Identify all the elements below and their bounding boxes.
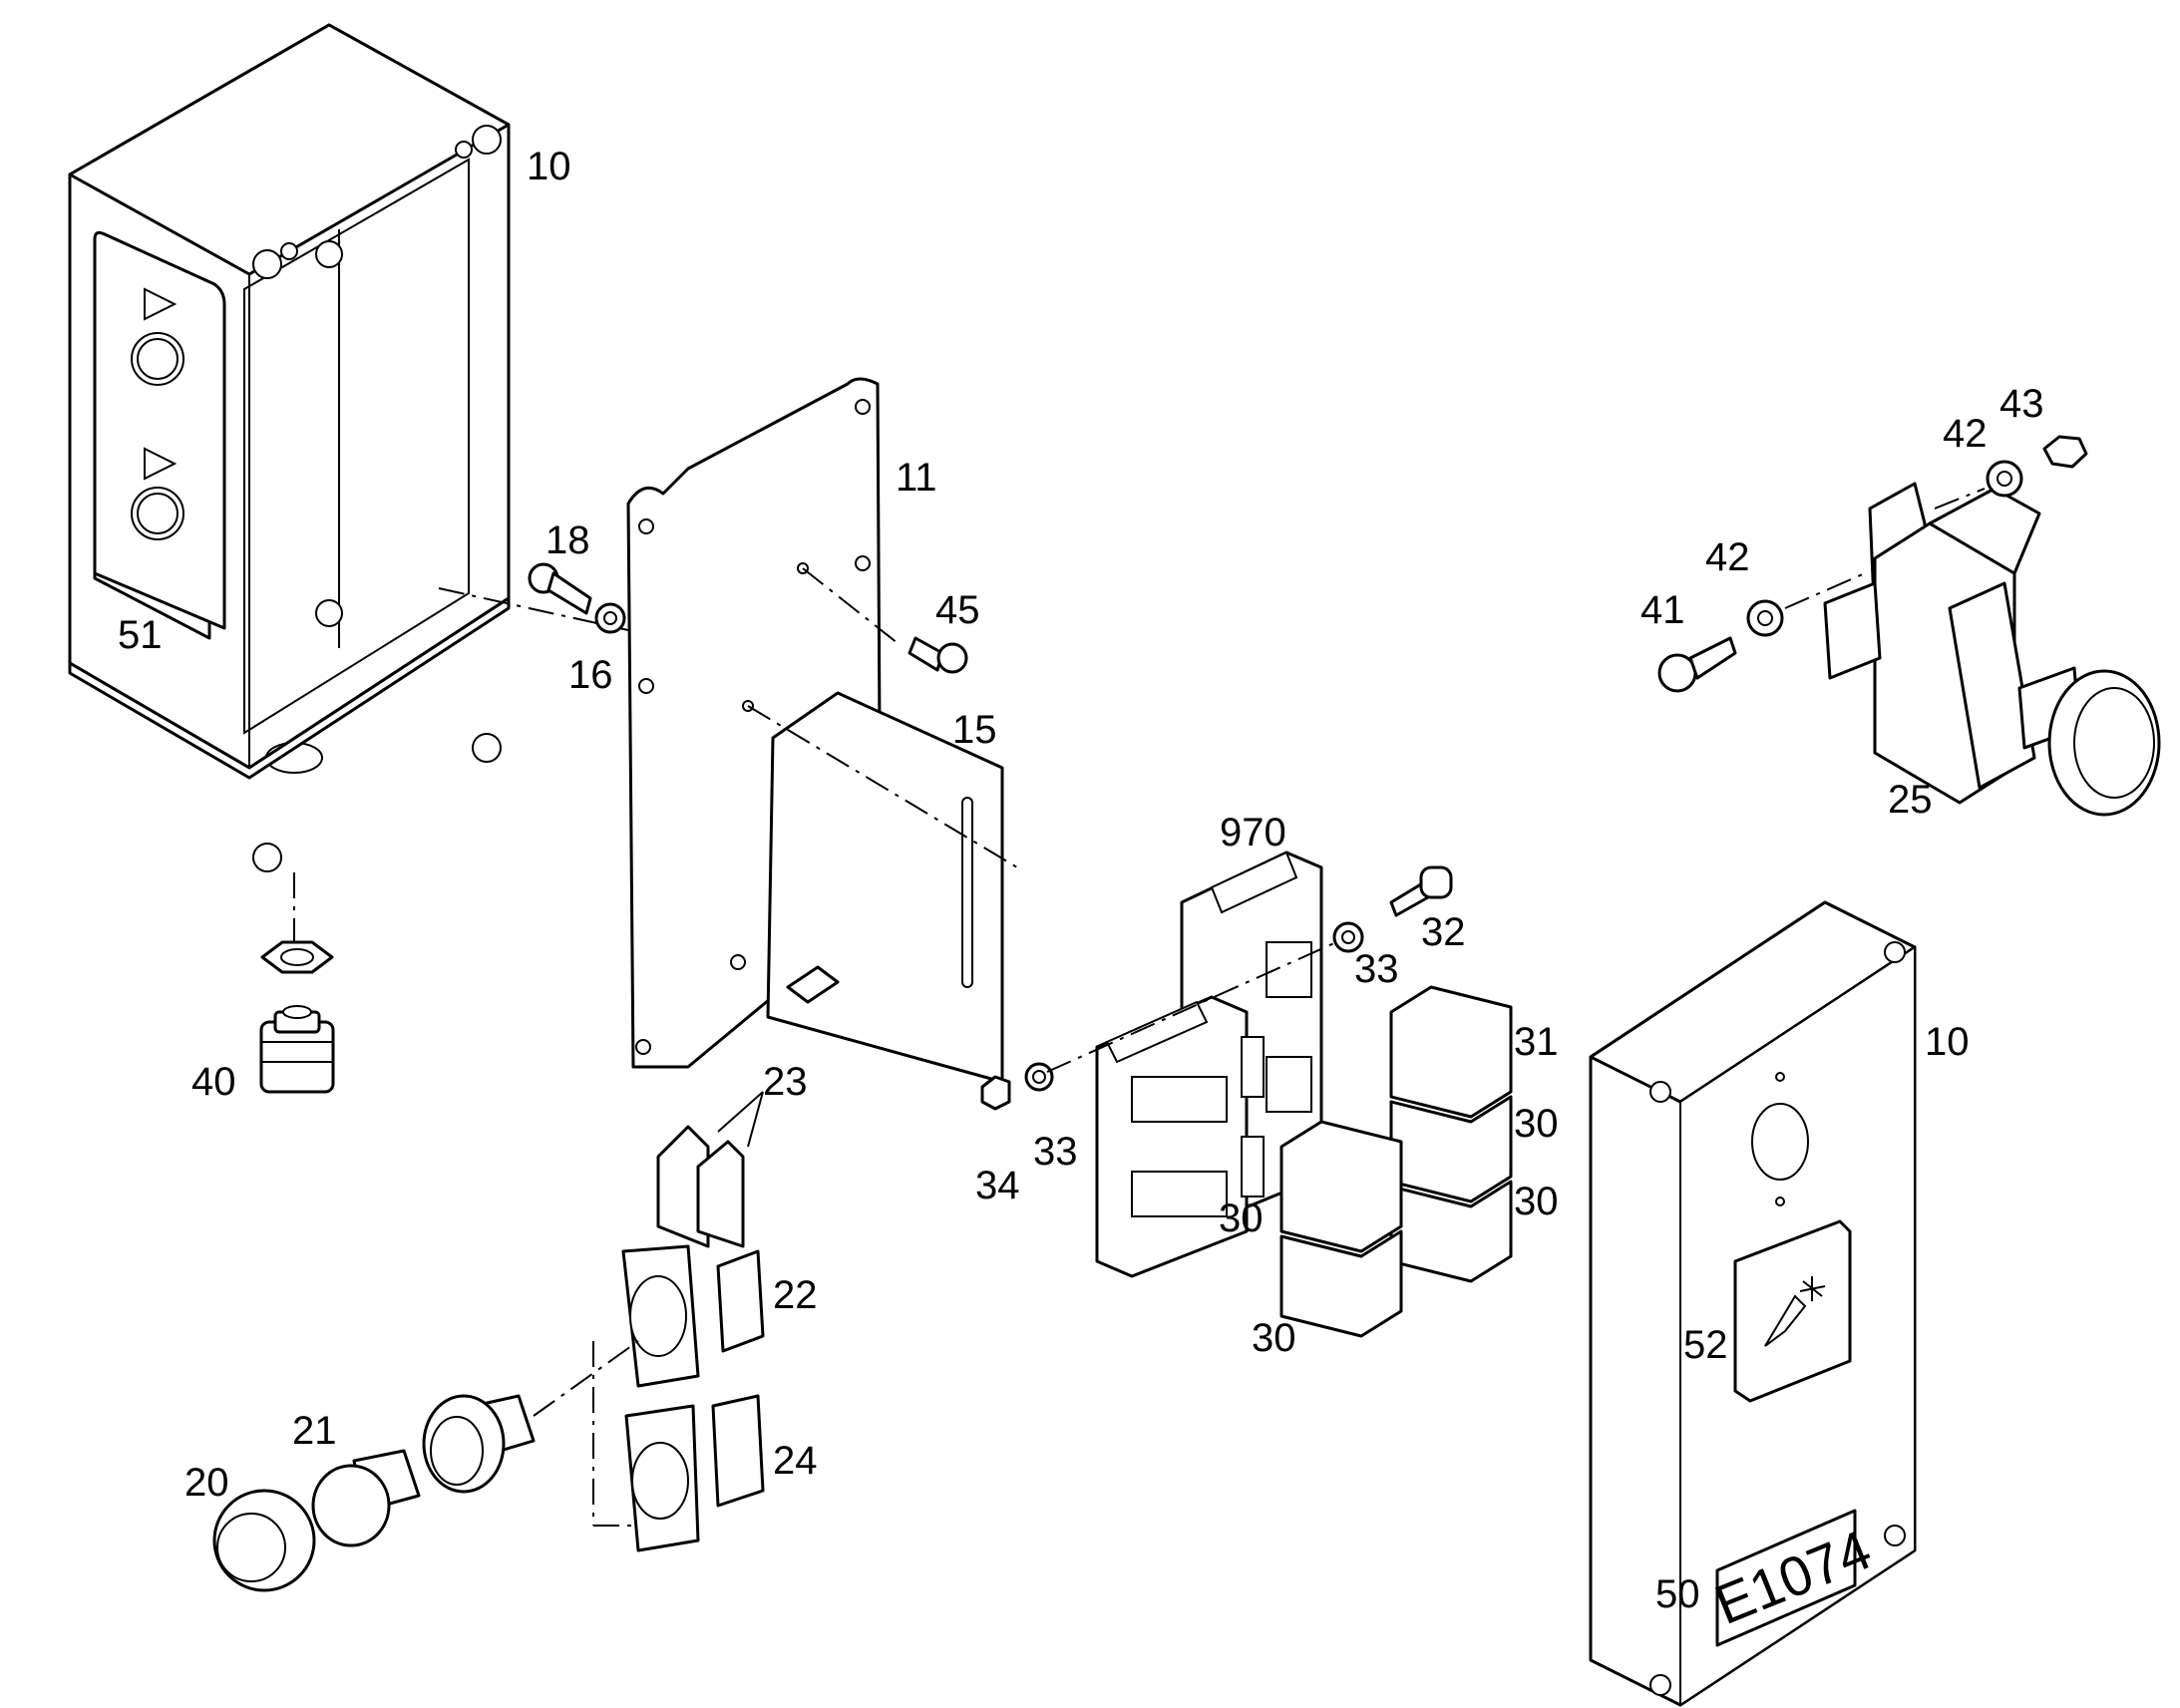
lamp-cubes [1279, 985, 1513, 1338]
callout-18: 18 [545, 518, 590, 562]
bracket [766, 691, 1004, 1084]
callout-11: 11 [896, 456, 937, 500]
nut-34 [980, 1075, 1011, 1111]
callout-43: 43 [1999, 382, 2044, 426]
nut-43 [2042, 435, 2088, 469]
callout-23: 23 [763, 1060, 808, 1104]
screw-18 [528, 562, 592, 615]
callout-22: 22 [773, 1273, 818, 1317]
callout-labels: 10 51 11 18 16 45 15 40 23 22 24 21 20 9… [118, 145, 2044, 1616]
front-cover [1589, 900, 1917, 1707]
callout-30-a: 30 [1514, 1102, 1559, 1146]
callout-33-lower: 33 [1033, 1130, 1078, 1174]
button-bezel [422, 1394, 536, 1494]
callout-10-box: 10 [527, 145, 571, 188]
callout-32: 32 [1421, 910, 1466, 954]
callout-970: 970 [1220, 811, 1286, 854]
button-cap-20 [212, 1489, 316, 1592]
enclosure-box [68, 23, 511, 872]
contact-block-23 [656, 1125, 745, 1248]
callout-40: 40 [191, 1060, 236, 1104]
contact-block-24 [624, 1394, 765, 1552]
relay-assembly [1095, 851, 1323, 1278]
callout-41: 41 [1640, 588, 1685, 632]
callout-15: 15 [952, 708, 997, 752]
callout-30-b: 30 [1514, 1180, 1559, 1223]
contact-block-22 [621, 1244, 765, 1388]
callout-45: 45 [935, 588, 980, 632]
callout-52: 52 [1683, 1323, 1728, 1367]
callout-34: 34 [975, 1164, 1020, 1207]
callout-10-cover: 10 [1925, 1020, 1970, 1064]
button-actuator-21 [311, 1449, 421, 1547]
callout-51: 51 [118, 613, 163, 657]
callout-50: 50 [1655, 1572, 1700, 1616]
washer-16 [594, 602, 626, 634]
callout-42-lower: 42 [1705, 535, 1750, 579]
callout-30-d: 30 [1252, 1316, 1296, 1360]
callout-20: 20 [184, 1461, 229, 1505]
callout-33-upper: 33 [1354, 947, 1399, 991]
callout-24: 24 [773, 1439, 818, 1483]
screw-32 [1389, 865, 1453, 917]
emergency-stop [1823, 482, 2161, 817]
callout-25: 25 [1888, 778, 1933, 822]
screw-45 [908, 636, 968, 674]
cable-gland [259, 940, 335, 1094]
callout-16: 16 [568, 653, 613, 697]
callout-42-upper: 42 [1943, 412, 1988, 456]
callout-21: 21 [292, 1409, 337, 1453]
screw-41 [1657, 636, 1737, 693]
callout-31: 31 [1514, 1020, 1559, 1064]
callout-30-c: 30 [1219, 1196, 1264, 1240]
